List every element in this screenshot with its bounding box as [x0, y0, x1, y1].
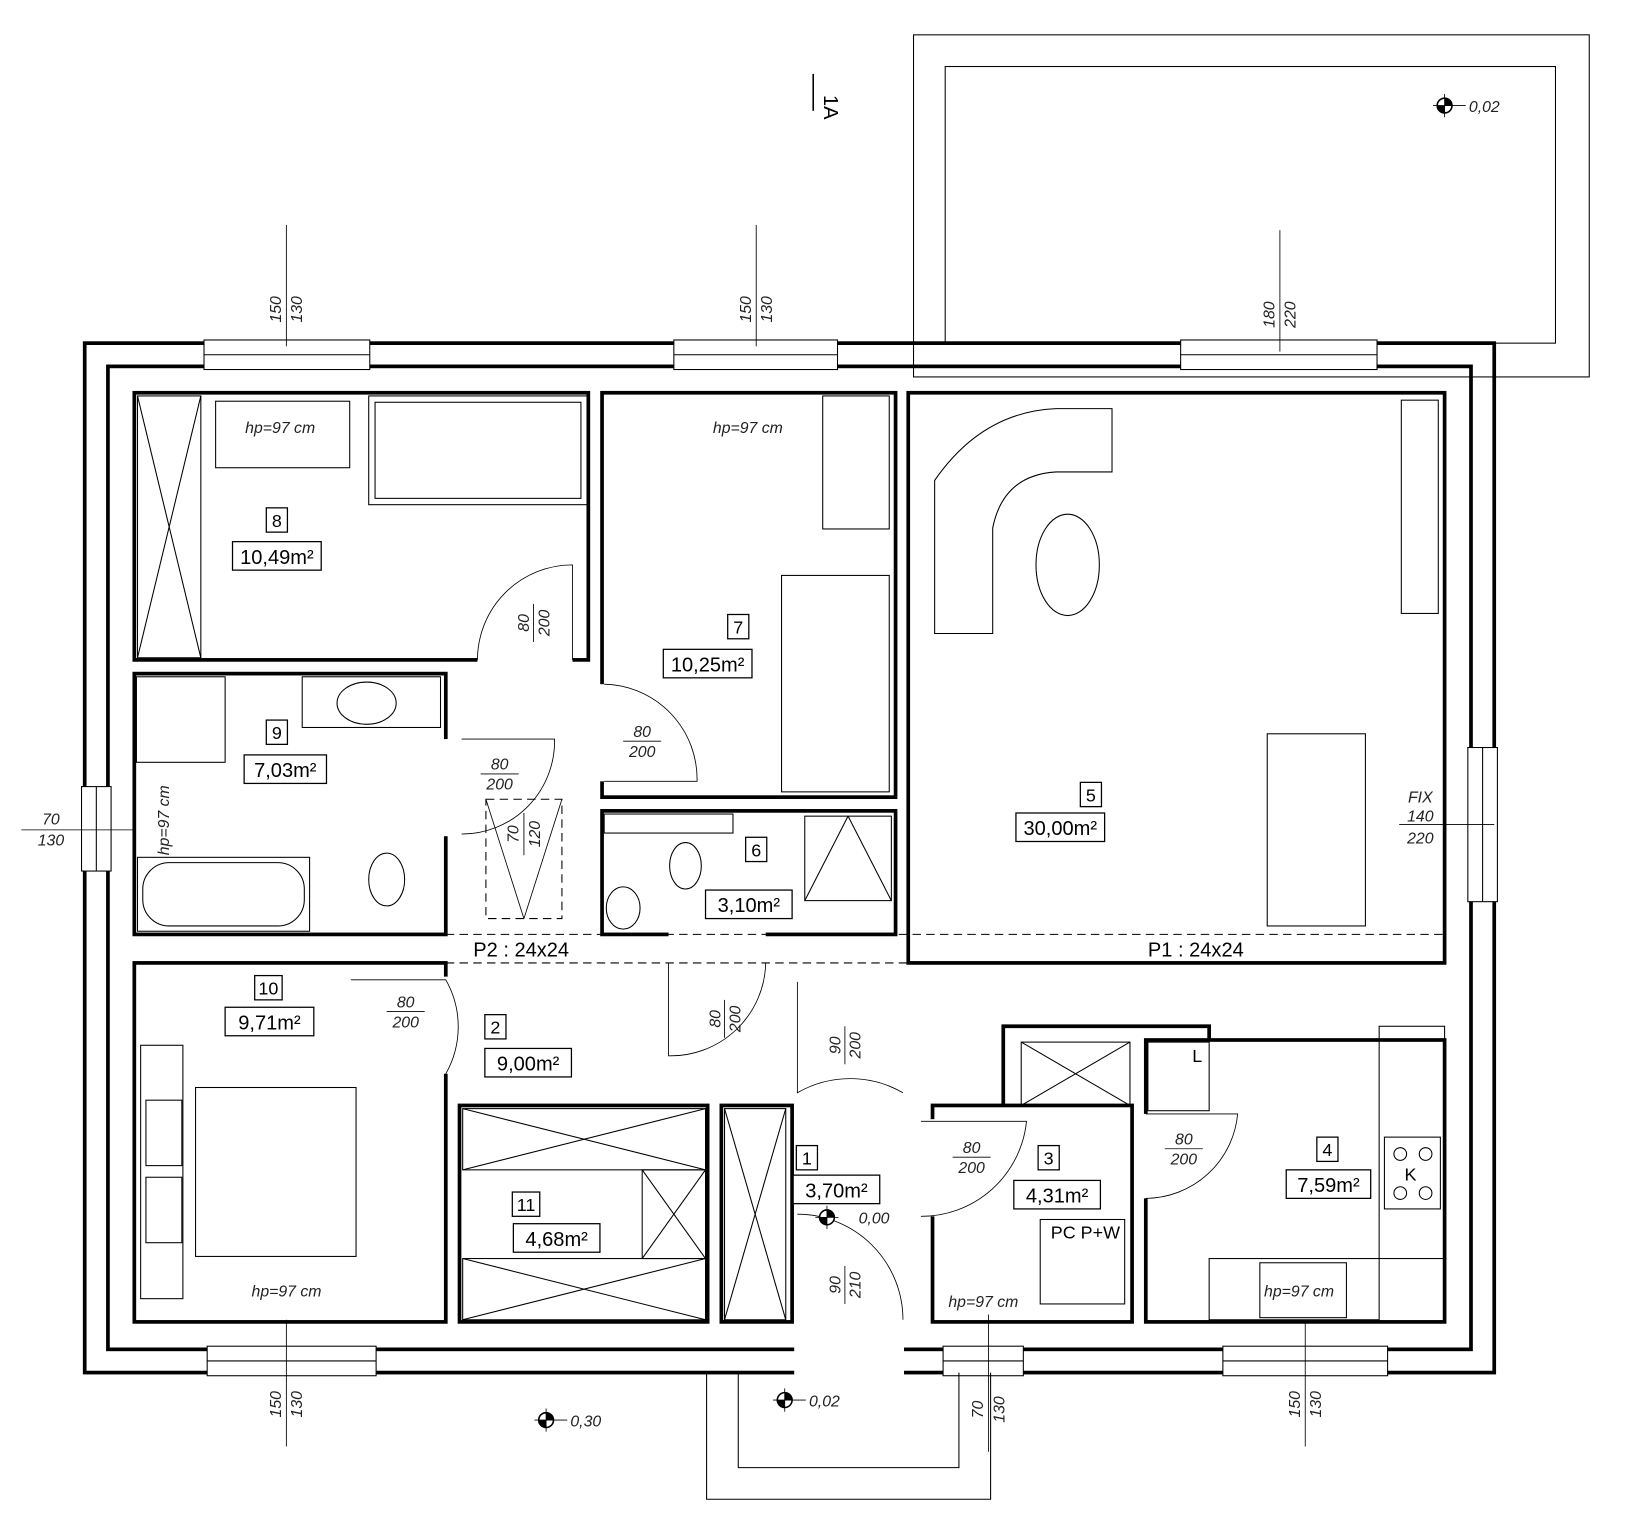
door-width: 80 — [963, 1140, 981, 1157]
hatch-width: 70 — [506, 825, 523, 843]
room-number: 6 — [751, 840, 761, 860]
window-height: 130 — [289, 296, 306, 323]
section-mark-label: 1A — [819, 95, 841, 120]
room-number: 1 — [802, 1149, 812, 1169]
door-height: 200 — [957, 1160, 985, 1177]
window-height: 130 — [759, 296, 776, 323]
room-area: 4,68m² — [525, 1229, 588, 1251]
sill-height: hp=97 cm — [713, 420, 783, 437]
door-height: 200 — [848, 1032, 865, 1060]
door-width: 90 — [828, 1276, 845, 1294]
window-height: 130 — [991, 1396, 1008, 1423]
room-number: 5 — [1086, 785, 1096, 805]
room-number: 11 — [517, 1195, 536, 1215]
room-number: 9 — [272, 723, 282, 743]
tile-label-p1: P1 : 24x24 — [1148, 940, 1244, 962]
terrace — [912, 34, 1590, 378]
room-area: 10,25m² — [671, 655, 745, 677]
fix-window-height: 220 — [1406, 831, 1434, 848]
room-area: 7,03m² — [254, 760, 317, 782]
sill-height-labels: hp=97 cm hp=97 cm hp=97 cm hp=97 cm hp=9… — [156, 420, 1334, 1311]
door-width: 80 — [491, 757, 509, 774]
room-area: 9,00m² — [497, 1054, 560, 1076]
window-height: 130 — [289, 1391, 306, 1418]
window-width: 180 — [1262, 301, 1279, 328]
room-area: 9,71m² — [238, 1012, 301, 1034]
sill-height: hp=97 cm — [245, 420, 315, 437]
room-area: 7,59m² — [1297, 1175, 1360, 1197]
elevation-value: 0,02 — [809, 1393, 840, 1410]
door-height: 200 — [628, 744, 656, 761]
door-height: 200 — [1170, 1152, 1198, 1169]
door-width: 80 — [707, 1010, 724, 1028]
room-area: 30,00m² — [1024, 818, 1098, 840]
room-labels: 8 10,49m² 7 10,25m² 5 30,00m² 9 7,03m² 6… — [224, 507, 1372, 1253]
room-area: 10,49m² — [240, 547, 314, 569]
door-width: 80 — [397, 994, 415, 1011]
door-height: 200 — [536, 610, 553, 638]
fix-window-width: 140 — [1407, 808, 1434, 825]
door-height: 200 — [485, 777, 513, 794]
hatch-height: 120 — [527, 821, 544, 848]
room-number: 8 — [272, 511, 282, 531]
room-number: 4 — [1322, 1140, 1332, 1160]
tile-boundaries — [445, 933, 1445, 964]
section-mark: 1A — [812, 73, 841, 120]
elevation-value: 0,30 — [570, 1413, 601, 1430]
room-number: 10 — [258, 979, 278, 999]
window-height: 130 — [38, 833, 65, 850]
sill-height: hp=97 cm — [156, 785, 173, 855]
window-width: 70 — [42, 812, 60, 829]
window-width: 150 — [738, 296, 755, 323]
room-number: 7 — [733, 617, 743, 637]
tile-label-p2: P2 : 24x24 — [473, 940, 569, 962]
door-height: 200 — [727, 1005, 744, 1033]
door-width: 80 — [1175, 1132, 1193, 1149]
window-height: 130 — [1308, 1391, 1325, 1418]
boiler-label: PC P+W — [1051, 1222, 1120, 1242]
sill-height: hp=97 cm — [1264, 1284, 1334, 1301]
door-height: 210 — [848, 1272, 865, 1300]
interior-walls — [132, 390, 1447, 1324]
attic-hatch-label: 70 120 — [506, 812, 544, 856]
window-width: 150 — [268, 296, 285, 323]
fix-window-label: FIX — [1408, 789, 1434, 806]
door-openings — [440, 654, 1154, 1217]
elevation-marks: 0,02 0,00 0,02 0,30 — [534, 93, 1500, 1432]
room-area: 3,10m² — [718, 895, 781, 917]
door-width: 80 — [633, 724, 651, 741]
door-width: 80 — [516, 614, 533, 632]
entrance-steps — [706, 1372, 992, 1500]
cooktop-label: K — [1404, 1164, 1416, 1184]
window-height: 220 — [1283, 301, 1300, 329]
window-width: 150 — [268, 1391, 285, 1418]
window-width: 70 — [970, 1401, 987, 1419]
sill-height: hp=97 cm — [252, 1284, 322, 1301]
room-number: 2 — [490, 1018, 500, 1038]
door-width: 90 — [828, 1036, 845, 1054]
room-number: 3 — [1044, 1149, 1054, 1169]
window-width: 150 — [1287, 1391, 1304, 1418]
room-area: 3,70m² — [805, 1180, 868, 1202]
fridge-label: L — [1192, 1046, 1202, 1066]
door-height: 200 — [391, 1014, 419, 1031]
furniture — [135, 395, 1446, 1321]
elevation-value: 0,02 — [1469, 99, 1500, 116]
room-area: 4,31m² — [1026, 1186, 1089, 1208]
sill-height: hp=97 cm — [948, 1294, 1018, 1311]
elevation-value: 0,00 — [859, 1211, 890, 1228]
